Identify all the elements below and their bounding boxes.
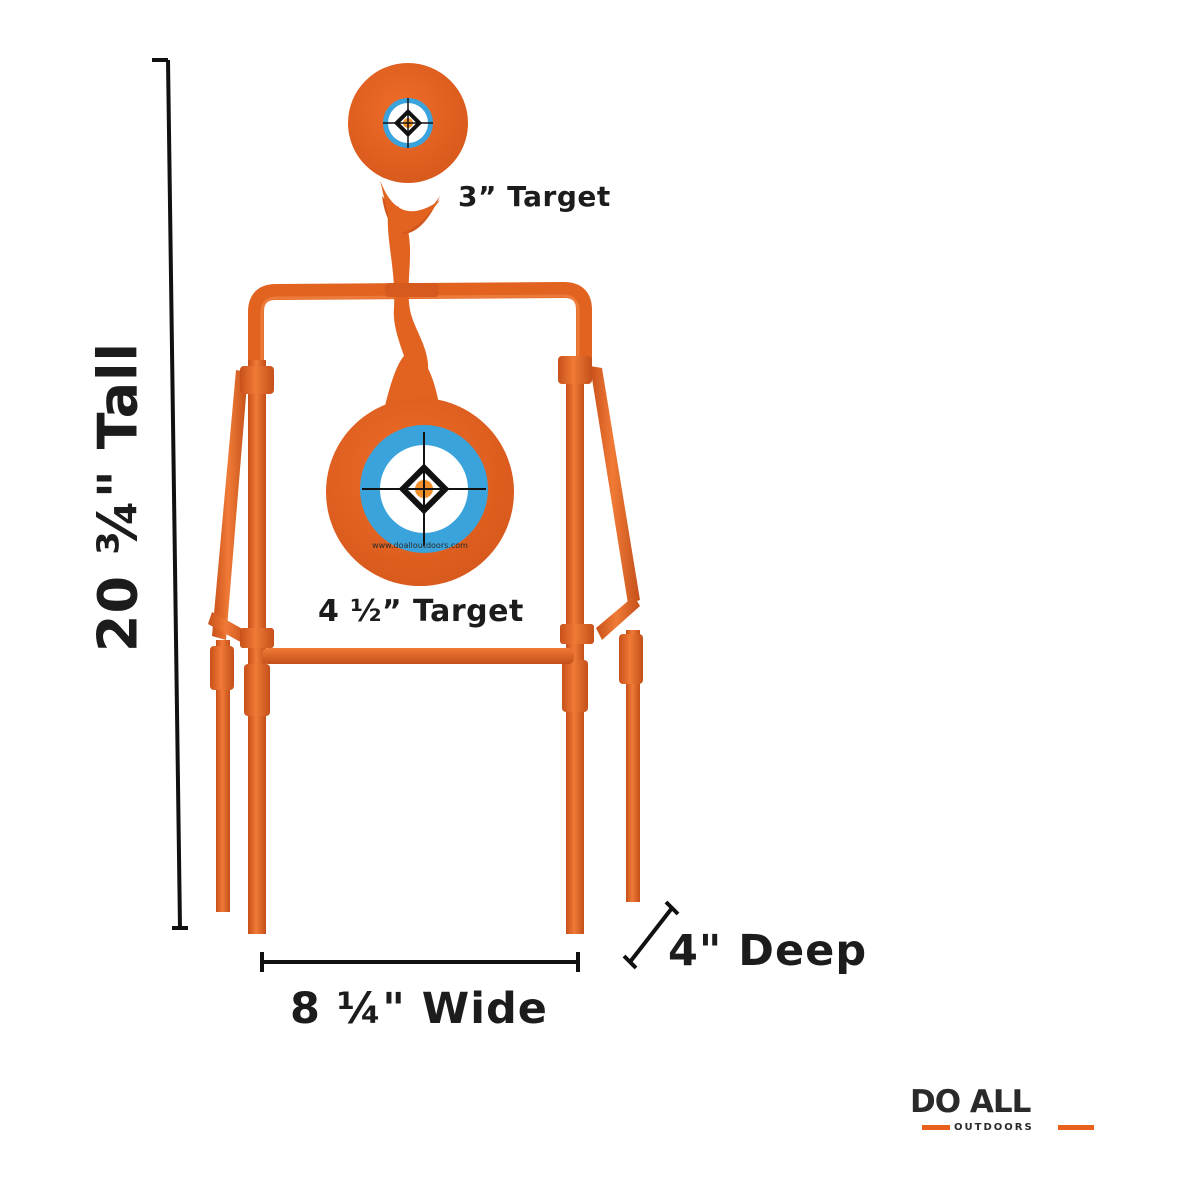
logo-accent-right [1058, 1125, 1094, 1130]
svg-text:www.doalloutdoors.com: www.doalloutdoors.com [372, 541, 468, 550]
large-target-plate: www.doalloutdoors.com [326, 351, 514, 586]
width-dimension-line [260, 952, 580, 972]
logo-brand-text: DO ALL [910, 1084, 1031, 1120]
height-dimension-line [152, 58, 188, 930]
small-target-label: 3” Target [458, 180, 611, 213]
logo-accent-left [922, 1125, 950, 1130]
rear-legs [208, 366, 643, 912]
depth-dimension-label: 4" Deep [668, 926, 868, 976]
small-target-plate [348, 63, 468, 234]
depth-dimension-line [622, 900, 680, 970]
brand-logo: DO ALL OUTDOORS [908, 1070, 1108, 1140]
logo-sub-text: OUTDOORS [954, 1122, 1034, 1133]
width-dimension-label: 8 ¼" Wide [290, 984, 548, 1034]
large-target-label: 4 ½” Target [318, 594, 524, 629]
height-dimension-label: 20 ¾" Tall [86, 341, 150, 653]
